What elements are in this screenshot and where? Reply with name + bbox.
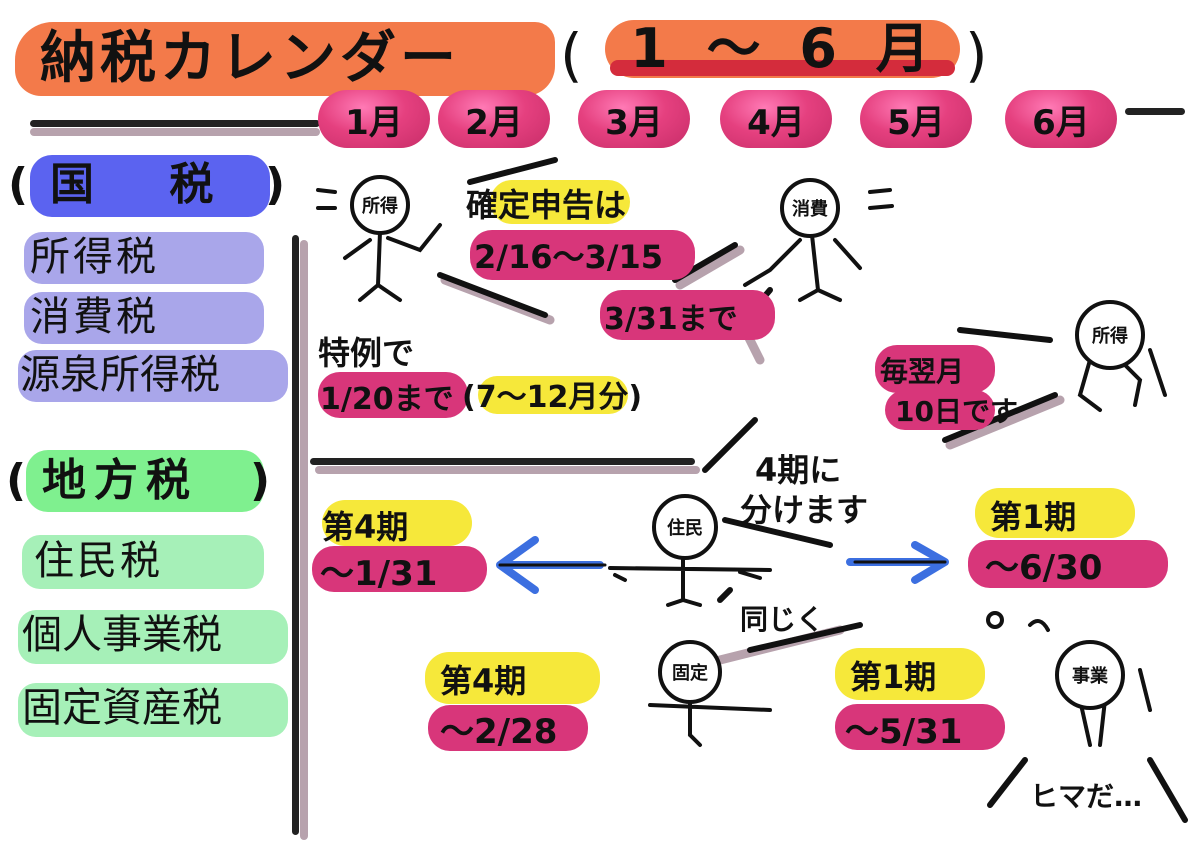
- income-figure-head: 所得: [350, 175, 410, 235]
- monthly-label: 毎翌月: [880, 355, 965, 388]
- monthly-highlight: [875, 345, 995, 393]
- monthly-due: 10日です: [895, 395, 1018, 428]
- fixed-q4-due: 〜2/28: [440, 712, 558, 752]
- month-2: 2月: [438, 90, 550, 148]
- national-heading-highlight: [30, 155, 270, 217]
- consumption-tax-highlight: [24, 292, 264, 344]
- resident-tax-highlight: [22, 535, 264, 589]
- business-idle: ヒマだ…: [1030, 780, 1143, 813]
- resident-q1-due-highlight: [968, 540, 1168, 588]
- title-range: 1 〜 6 月: [630, 17, 940, 80]
- tokurei-range-highlight: [478, 376, 628, 414]
- fixed-q1-highlight: [835, 648, 985, 700]
- income-tax-label: 所得税: [30, 234, 159, 280]
- consumption-due: 3/31まで: [604, 302, 738, 337]
- fixed-q4-highlight: [425, 652, 600, 704]
- national-paren-close: ): [265, 159, 286, 210]
- top-rule-right: [1125, 108, 1185, 115]
- resident-q4-due-highlight: [312, 546, 487, 592]
- property-tax-highlight: [18, 683, 288, 737]
- local-heading: 地方税: [42, 455, 198, 506]
- resident-q1-due: 〜6/30: [985, 548, 1103, 588]
- fixed-q1-due: 〜5/31: [845, 712, 963, 752]
- income-tax-highlight: [24, 232, 264, 284]
- local-heading-highlight: [26, 450, 264, 512]
- national-heading: 国 税: [50, 159, 244, 210]
- property-tax-label: 固定資産税: [22, 685, 222, 731]
- resident-q4-due: 〜1/31: [320, 554, 438, 594]
- kakutei-label: 確定申告は: [466, 186, 627, 224]
- vertical-divider: [292, 235, 299, 835]
- month-4: 4月: [720, 90, 832, 148]
- kakutei-period-highlight: [470, 230, 695, 280]
- month-5: 5月: [860, 90, 972, 148]
- title-highlight: [15, 22, 555, 96]
- resident-q4-highlight: [322, 500, 472, 546]
- top-rule-shadow: [30, 128, 320, 136]
- consumption-figure-head: 消費: [780, 178, 840, 238]
- withholding-figure-head: 所得: [1075, 300, 1145, 370]
- four-periods-line1: 4期に: [755, 451, 842, 489]
- month-1: 1月: [318, 90, 430, 148]
- resident-q4-label: 第4期: [322, 508, 409, 546]
- range-underline: [610, 60, 955, 76]
- local-paren-open: (: [6, 455, 27, 506]
- four-periods-line2: 分けます: [740, 491, 869, 529]
- business-figure-head: 事業: [1055, 640, 1125, 710]
- title-paren-close: ): [965, 21, 988, 89]
- month-6: 6月: [1005, 90, 1117, 148]
- fixed-q4-due-highlight: [428, 705, 588, 751]
- withholding-tax-highlight: [18, 350, 288, 402]
- fixed-figure-head: 固定: [658, 640, 722, 704]
- consumption-tax-label: 消費税: [30, 294, 159, 340]
- business-tax-highlight: [18, 610, 288, 664]
- local-paren-close: ): [250, 455, 271, 506]
- tokurei-due-highlight: [318, 372, 468, 418]
- monthly-due-highlight: [885, 390, 995, 430]
- business-tax-label: 個人事業税: [22, 612, 222, 658]
- resident-q1-highlight: [975, 488, 1135, 538]
- tokurei-label: 特例で: [318, 334, 415, 372]
- resident-q1-label: 第1期: [990, 498, 1077, 536]
- tokurei-due: 1/20まで: [320, 382, 454, 417]
- onaji-label: 同じく: [740, 603, 825, 636]
- tokurei-range: (7〜12月分): [462, 380, 643, 415]
- fixed-q1-label: 第1期: [850, 658, 937, 696]
- horizontal-divider: [310, 458, 695, 465]
- top-rule-left: [30, 120, 320, 127]
- title-paren-open: (: [560, 21, 583, 89]
- month-3: 3月: [578, 90, 690, 148]
- kakutei-highlight: [490, 180, 630, 224]
- resident-tax-label: 住民税: [34, 538, 163, 584]
- fixed-q1-due-highlight: [835, 704, 1005, 750]
- page-title: 納税カレンダー: [40, 26, 460, 91]
- resident-figure-head: 住民: [652, 494, 718, 560]
- horizontal-divider-shadow: [315, 466, 700, 474]
- withholding-tax-label: 源泉所得税: [20, 352, 220, 398]
- fixed-q4-label: 第4期: [440, 662, 527, 700]
- consumption-due-highlight: [600, 290, 775, 340]
- vertical-divider-shadow: [300, 240, 308, 840]
- national-paren-open: (: [8, 159, 29, 210]
- kakutei-period: 2/16〜3/15: [474, 238, 663, 276]
